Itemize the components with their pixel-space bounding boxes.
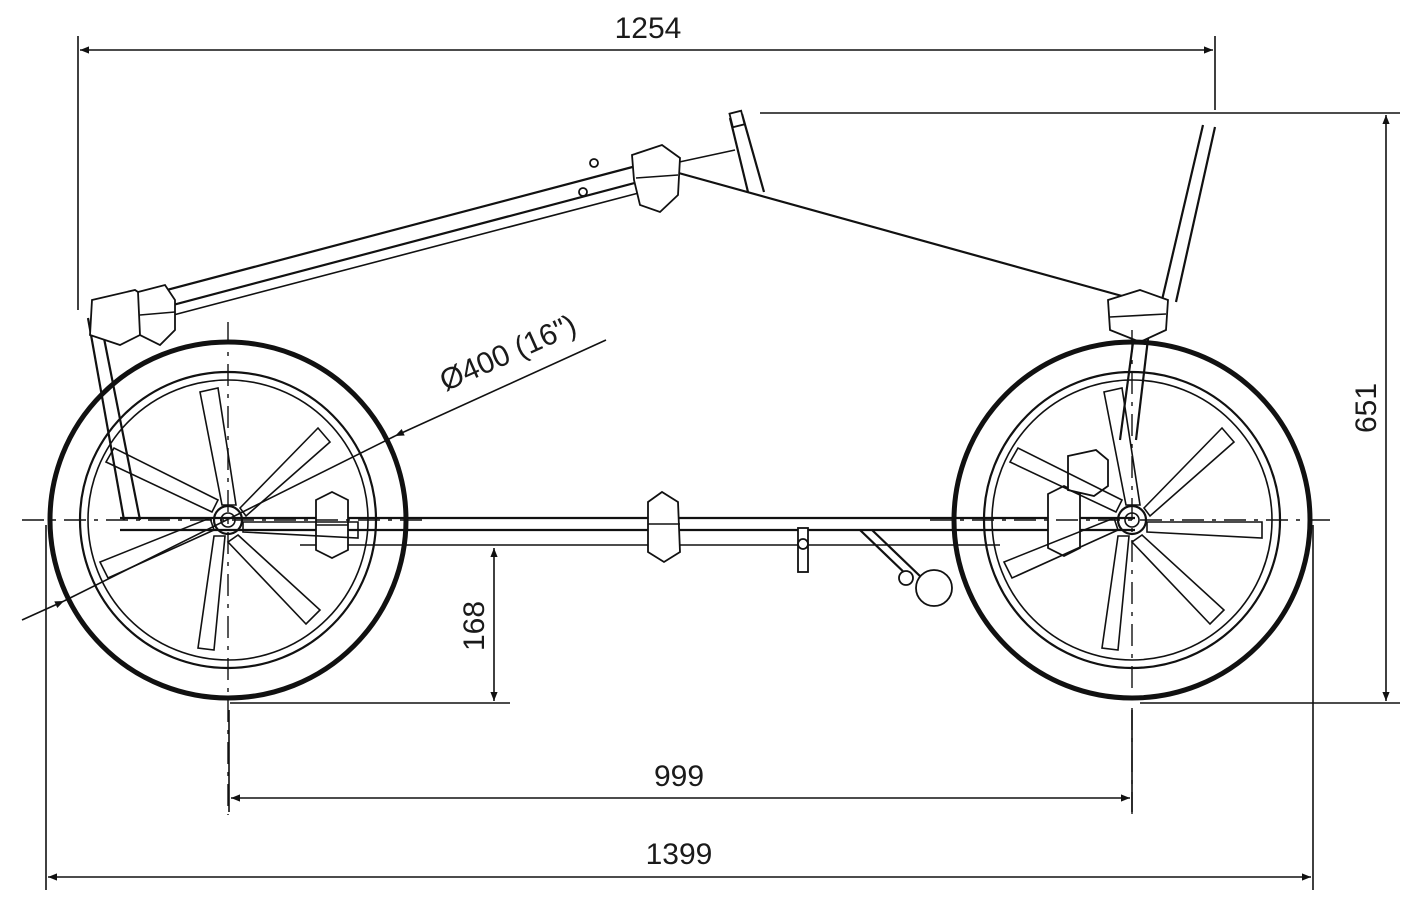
dimension-overall-length: 1399	[45, 525, 1314, 890]
dimension-overall-length-label: 1399	[646, 838, 713, 871]
dimension-top-length-label: 1254	[615, 12, 682, 45]
left-wheel-centerlines	[22, 322, 430, 815]
dimension-wheelbase-label: 999	[654, 760, 704, 793]
right-wheel-centerlines	[930, 330, 1335, 815]
frame	[86, 109, 1217, 579]
dimension-total-height-label: 651	[1350, 383, 1383, 433]
clamps	[89, 144, 1169, 607]
dimension-ground-clearance: 168	[230, 548, 510, 704]
dimension-total-height: 651	[760, 112, 1400, 704]
dimension-ground-clearance-label: 168	[458, 601, 491, 651]
dimension-top-length: 1254	[77, 12, 1216, 310]
dimension-wheelbase: 999	[228, 710, 1133, 812]
